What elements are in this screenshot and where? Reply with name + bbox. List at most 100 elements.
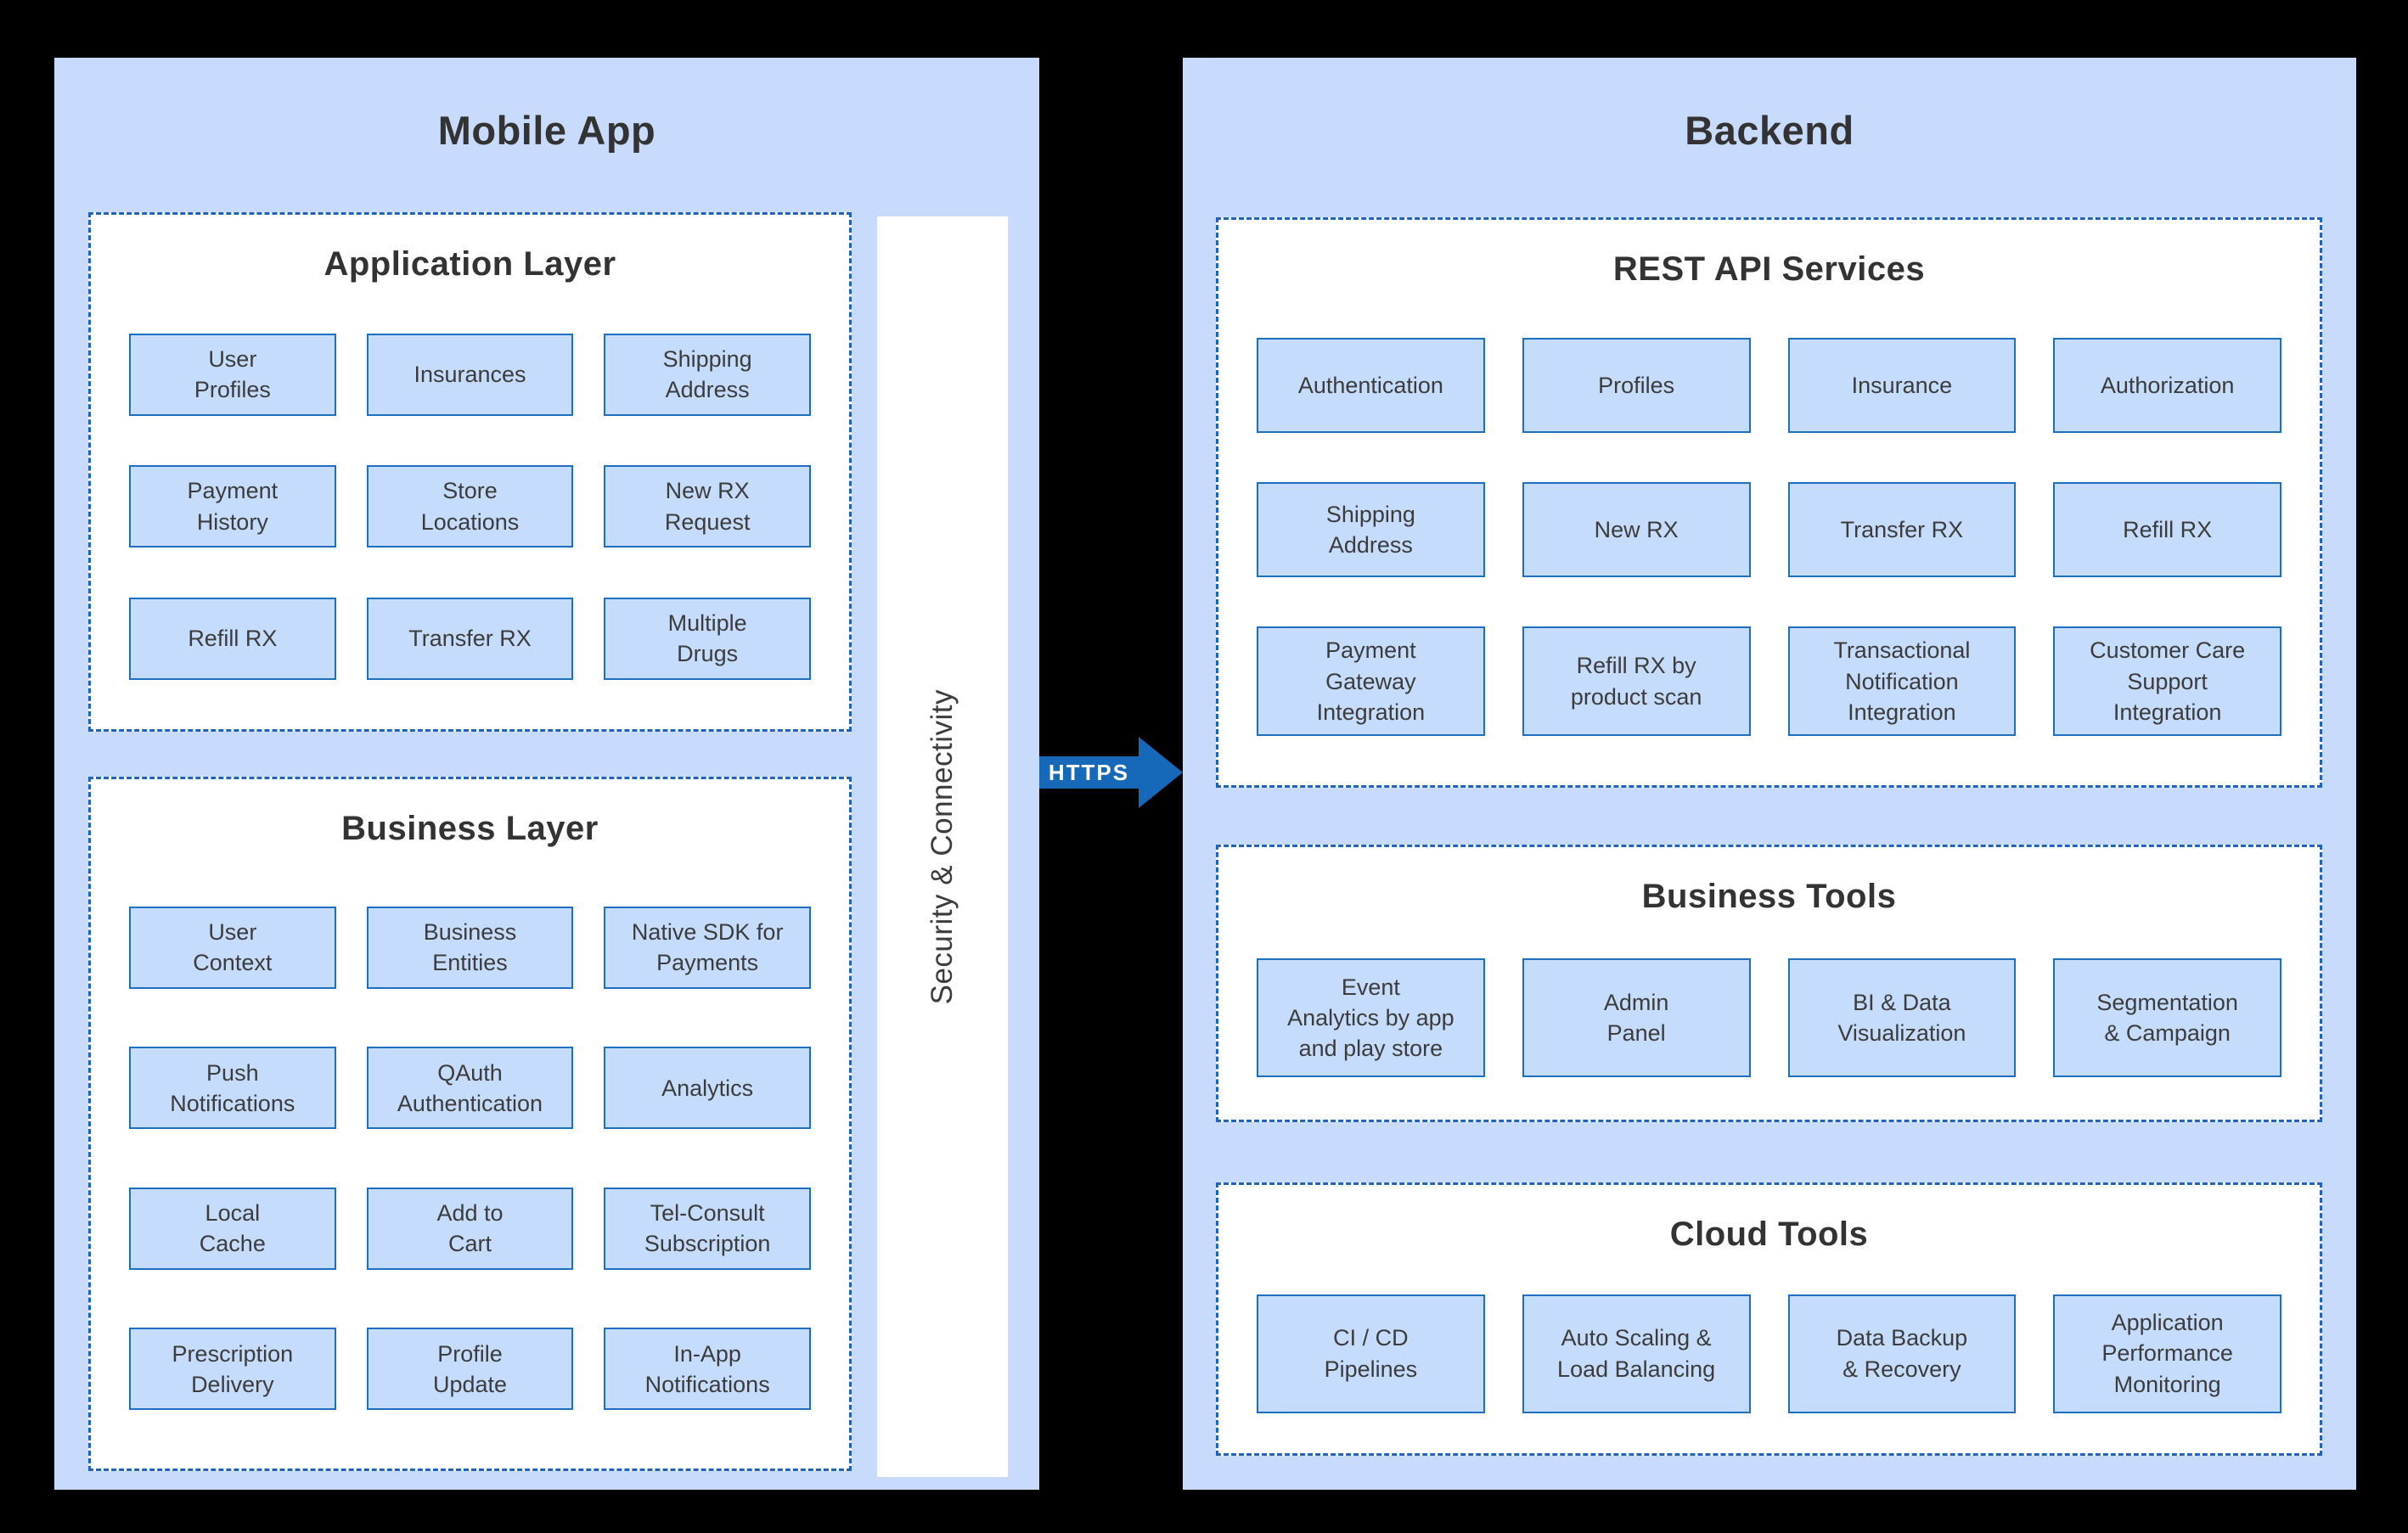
application-layer-grid: User Profiles Insurances Shipping Addres… <box>91 284 849 729</box>
box-label: Shipping Address <box>662 345 752 402</box>
mobile-app-title: Mobile App <box>437 108 656 153</box>
diagram-box: Multiple Drugs <box>604 597 811 680</box>
diagram-box: Refill RX <box>2053 482 2281 578</box>
cloud-tools-section: Cloud Tools CI / CD Pipelines Auto Scali… <box>1216 1182 2322 1456</box>
box-label: Authentication <box>1297 373 1443 399</box>
diagram-box: Payment Gateway Integration <box>1257 626 1485 736</box>
diagram-box: Auto Scaling & Load Balancing <box>1522 1294 1751 1413</box>
box-label: Native SDK for Payments <box>631 918 784 976</box>
backend-panel: Backend REST API Services Authentication… <box>1183 58 2356 1490</box>
diagram-box: Data Backup & Recovery <box>1787 1294 2017 1413</box>
diagram-box: Store Locations <box>366 465 574 548</box>
diagram-box: CI / CD Pipelines <box>1257 1294 1485 1413</box>
business-layer-grid: User Context Business Entities Native SD… <box>91 848 849 1468</box>
box-label: Transfer RX <box>1840 517 1964 543</box>
diagram-box: New RX Request <box>604 465 811 548</box>
rest-api-services-grid: Authentication Profiles Insurance Author… <box>1218 289 2320 785</box>
box-label: Transactional Notification Integration <box>1833 637 1971 725</box>
diagram-box: Insurance <box>1787 338 2017 434</box>
box-label: QAuth Authentication <box>397 1059 543 1116</box>
box-label: Tel-Consult Subscription <box>644 1200 771 1257</box>
diagram-box: In-App Notifications <box>604 1328 811 1411</box>
diagram-box: Application Performance Monitoring <box>2053 1294 2281 1413</box>
diagram-box: Transfer RX <box>1787 482 2017 578</box>
box-label: Refill RX by product scan <box>1570 653 1702 710</box>
box-label: Data Backup & Recovery <box>1836 1325 1968 1382</box>
box-label: Transfer RX <box>408 625 532 651</box>
diagram-box: Authorization <box>2053 338 2281 434</box>
box-label: Multiple Drugs <box>667 609 747 666</box>
mobile-app-panel: Mobile App Application Layer User Profil… <box>54 58 1039 1490</box>
box-label: Authorization <box>2100 373 2235 399</box>
box-label: Insurances <box>414 361 526 387</box>
diagram-box: Shipping Address <box>604 333 811 416</box>
box-label: Profile Update <box>432 1340 508 1397</box>
diagram-box: Authentication <box>1257 338 1485 434</box>
diagram-box: Transactional Notification Integration <box>1787 626 2017 736</box>
security-connectivity-bar: Security & Connectivity <box>877 216 1008 1477</box>
diagram-box: Refill RX by product scan <box>1522 626 1751 736</box>
business-tools-title: Business Tools <box>1641 878 1897 915</box>
business-tools-section: Business Tools Event Analytics by app an… <box>1216 845 2322 1122</box>
diagram-box: Local Cache <box>129 1187 336 1270</box>
diagram-box: New RX <box>1522 482 1751 578</box>
box-label: Admin Panel <box>1603 989 1669 1046</box>
business-layer-section: Business Layer User Context Business Ent… <box>88 777 852 1471</box>
diagram-box: QAuth Authentication <box>366 1047 574 1130</box>
diagram-box: BI & Data Visualization <box>1787 958 2017 1077</box>
cloud-tools-grid: CI / CD Pipelines Auto Scaling & Load Ba… <box>1218 1254 2320 1453</box>
diagram-box: Customer Care Support Integration <box>2053 626 2281 736</box>
diagram-box: Event Analytics by app and play store <box>1257 958 1485 1077</box>
diagram-box: Transfer RX <box>366 597 574 680</box>
diagram-box: Push Notifications <box>129 1047 336 1130</box>
business-layer-title: Business Layer <box>341 810 599 847</box>
box-label: Refill RX <box>188 625 278 651</box>
box-label: Prescription Delivery <box>172 1340 294 1397</box>
https-label: HTTPS <box>1048 759 1130 785</box>
box-label: Profiles <box>1598 373 1675 399</box>
diagram-box: User Profiles <box>129 333 336 416</box>
diagram-box: Prescription Delivery <box>129 1328 336 1411</box>
diagram-box: User Context <box>129 906 336 989</box>
diagram-box: Business Entities <box>366 906 574 989</box>
diagram-box: Add to Cart <box>366 1187 574 1270</box>
diagram-box: Segmentation & Campaign <box>2053 958 2281 1077</box>
diagram-box: Refill RX <box>129 597 336 680</box>
cloud-tools-title: Cloud Tools <box>1669 1216 1869 1253</box>
diagram-box: Native SDK for Payments <box>604 906 811 989</box>
box-label: Insurance <box>1851 373 1953 399</box>
diagram-box: Insurances <box>366 333 574 416</box>
box-label: In-App Notifications <box>644 1340 770 1397</box>
box-label: Customer Care Support Integration <box>2090 637 2246 725</box>
box-label: Local Cache <box>199 1200 266 1257</box>
diagram-box: Shipping Address <box>1257 482 1485 578</box>
box-label: User Context <box>193 918 273 976</box>
diagram-box: Tel-Consult Subscription <box>604 1187 811 1270</box>
box-label: Event Analytics by app and play store <box>1287 974 1454 1062</box>
box-label: Payment Gateway Integration <box>1316 637 1426 725</box>
box-label: BI & Data Visualization <box>1837 989 1966 1046</box>
diagram-box: Analytics <box>604 1047 811 1130</box>
rest-api-services-title: REST API Services <box>1612 250 1926 288</box>
box-label: Segmentation & Campaign <box>2096 989 2238 1046</box>
box-label: Auto Scaling & Load Balancing <box>1557 1325 1716 1382</box>
box-label: Refill RX <box>2123 517 2213 543</box>
arrow-right-icon <box>1139 737 1183 808</box>
diagram-box: Admin Panel <box>1522 958 1751 1077</box>
https-arrow-shaft: HTTPS <box>1039 756 1139 789</box>
backend-title: Backend <box>1685 108 1854 153</box>
box-label: Shipping Address <box>1325 502 1415 559</box>
box-label: New RX <box>1594 517 1679 543</box>
box-label: Add to Cart <box>436 1200 504 1257</box>
box-label: User Profiles <box>194 345 271 402</box>
application-layer-title: Application Layer <box>324 245 616 283</box>
diagram-box: Payment History <box>129 465 336 548</box>
rest-api-services-section: REST API Services Authentication Profile… <box>1216 217 2322 788</box>
box-label: Analytics <box>661 1075 754 1101</box>
security-connectivity-label: Security & Connectivity <box>926 688 959 1005</box>
box-label: Application Performance Monitoring <box>2101 1310 2233 1397</box>
box-label: Store Locations <box>420 478 520 535</box>
box-label: CI / CD Pipelines <box>1324 1325 1418 1382</box>
box-label: New RX Request <box>664 478 751 535</box>
